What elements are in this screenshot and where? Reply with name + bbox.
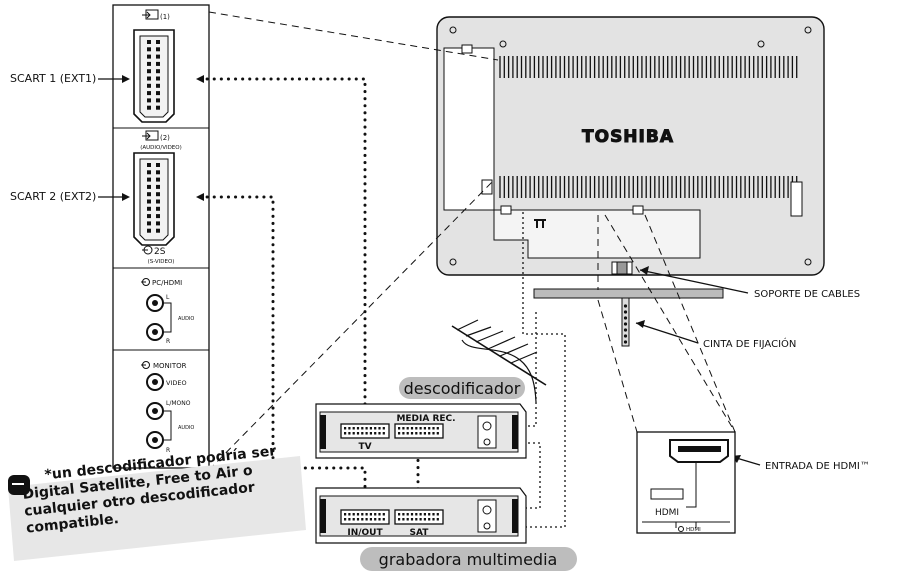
recorder-sat-port[interactable] bbox=[394, 509, 444, 525]
recorder-inout-port[interactable] bbox=[340, 509, 390, 525]
decoder-media-label: MEDIA REC. bbox=[396, 414, 455, 424]
hdmi-port-label: HDMI bbox=[655, 508, 679, 518]
pc-hdmi-input-icon bbox=[141, 278, 150, 286]
monitor-audio-l-jack[interactable] bbox=[146, 402, 164, 420]
recorder-sat-label: SAT bbox=[410, 528, 430, 538]
scart2-label: SCART 2 (EXT2) bbox=[10, 190, 96, 203]
decoder-device: TV MEDIA REC. bbox=[315, 403, 527, 459]
ext1-input-icon bbox=[142, 9, 159, 20]
mon-lmono-label: L/MONO bbox=[166, 400, 191, 407]
mon-video-label: VIDEO bbox=[166, 379, 187, 387]
decoder-media-rec-port[interactable] bbox=[394, 423, 444, 439]
hdmi-detail-box: HDMI HDMI bbox=[636, 431, 736, 534]
tv-back: TOSHIBA bbox=[436, 16, 825, 276]
recorder-inout-label: IN/OUT bbox=[347, 528, 383, 538]
scart1-label: SCART 1 (EXT1) bbox=[10, 72, 96, 85]
scart2-connector[interactable] bbox=[133, 152, 175, 246]
hand-pointer-icon bbox=[8, 475, 30, 495]
dashed-guides bbox=[208, 11, 736, 471]
scart-panel: (1) (2) (AUDIO/VIDEO) 2S (S-VIDEO) bbox=[112, 4, 210, 469]
tv-brand: TOSHIBA bbox=[582, 127, 674, 147]
cable-support bbox=[611, 261, 633, 275]
monitor-video-jack[interactable] bbox=[146, 373, 164, 391]
svideo-input-icon bbox=[142, 245, 153, 255]
recorder-title: grabadora multimedia bbox=[379, 550, 558, 569]
monitor-audio-r-jack[interactable] bbox=[146, 431, 164, 449]
ext2-marker: (2) bbox=[160, 134, 170, 142]
ext2-input-icon bbox=[142, 130, 159, 141]
mon-r-label: R bbox=[166, 447, 170, 454]
fixing-tape bbox=[623, 304, 628, 344]
pc-audio-r-jack[interactable] bbox=[146, 323, 164, 341]
decoder-title: descodificador bbox=[404, 379, 521, 398]
note-bg bbox=[8, 456, 306, 561]
recorder-device: IN/OUT SAT bbox=[315, 487, 527, 544]
antenna-icon bbox=[451, 319, 547, 403]
tv-stand-base bbox=[533, 288, 724, 299]
pc-audio-l-jack[interactable] bbox=[146, 294, 164, 312]
monitor-output-icon bbox=[141, 361, 150, 369]
decoder-title-bg bbox=[399, 377, 525, 399]
pc-l-label: L bbox=[166, 294, 170, 301]
fixing-tape-label: CINTA DE FIJACIÓN bbox=[703, 337, 796, 350]
cable-support-label: SOPORTE DE CABLES bbox=[754, 289, 860, 300]
monitor-label: MONITOR bbox=[153, 362, 187, 370]
hdmi-input-label: ENTRADA DE HDMI™ bbox=[765, 461, 870, 472]
decoder-tv-port[interactable] bbox=[340, 423, 390, 439]
pc-r-label: R bbox=[166, 338, 170, 345]
mon-audio-label: AUDIO bbox=[178, 425, 194, 431]
ext2-sub-label: (AUDIO/VIDEO) bbox=[140, 145, 182, 151]
ext1-marker: (1) bbox=[160, 13, 170, 21]
hdmi-port[interactable] bbox=[669, 439, 729, 463]
s2-sub-label: (S-VIDEO) bbox=[148, 259, 175, 265]
decoder-tv-label: TV bbox=[358, 442, 371, 452]
hdmi-bottom-label: HDMI bbox=[686, 527, 701, 533]
recorder-title-bg bbox=[360, 547, 577, 571]
s2-label: 2S bbox=[154, 247, 166, 257]
scart1-connector[interactable] bbox=[133, 29, 175, 123]
pc-audio-label: AUDIO bbox=[178, 316, 194, 322]
pc-hdmi-label: PC/HDMI bbox=[152, 279, 182, 287]
